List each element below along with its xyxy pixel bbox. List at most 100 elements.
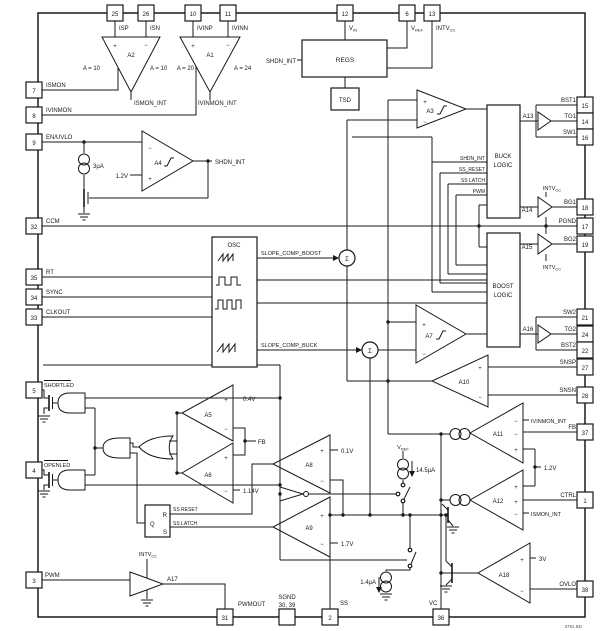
a14-intvcc-label: INTVCC bbox=[543, 186, 561, 193]
pin-box-9 bbox=[25, 133, 43, 151]
a7-comp-icon bbox=[415, 304, 467, 364]
osc-waveform-icons bbox=[215, 252, 242, 354]
snsp-label: SNSP bbox=[560, 360, 576, 366]
bottom-pins: 31 2 36 PWMOUT SGND 30, 39 SS VC bbox=[216, 595, 450, 626]
tsd-block bbox=[330, 87, 360, 111]
a2-gain-right: A = 10 bbox=[150, 66, 168, 72]
pgnd-label: PGND bbox=[559, 219, 577, 225]
svg-text:−: − bbox=[224, 427, 228, 433]
ss-discharge-source-icon bbox=[380, 571, 392, 593]
polarity-marks: +− +− −+ +− +− +− +− +− +− +− −− + ++ − … bbox=[113, 43, 524, 595]
a15-label: A15 bbox=[522, 245, 533, 251]
a16-driver-icon bbox=[537, 324, 552, 344]
svg-text:+: + bbox=[423, 100, 427, 106]
svg-text:−: − bbox=[514, 512, 518, 518]
regs-label: REGS bbox=[336, 57, 355, 64]
vin-label: VIN bbox=[349, 26, 357, 33]
svg-text:−: − bbox=[478, 395, 482, 401]
clkout-label: CLKOUT bbox=[46, 310, 71, 316]
junction-dots bbox=[82, 140, 548, 575]
ovlo-label: OVLO bbox=[559, 582, 576, 588]
svg-text:31: 31 bbox=[222, 616, 229, 622]
pin-box-21 bbox=[576, 308, 594, 326]
square-wave2-icon bbox=[215, 299, 242, 310]
pin-box-27 bbox=[576, 358, 594, 376]
svg-text:3: 3 bbox=[32, 579, 36, 585]
svg-text:6: 6 bbox=[405, 12, 409, 18]
a8-ref-label: 0.1V bbox=[341, 449, 353, 455]
svg-text:10: 10 bbox=[190, 12, 197, 18]
a3-hysteresis-icon bbox=[436, 105, 448, 115]
a4-comp-icon bbox=[141, 130, 194, 192]
ss-label: SS bbox=[340, 601, 348, 607]
pin-box-13 bbox=[423, 4, 441, 22]
a18-label: A18 bbox=[499, 573, 510, 579]
pin-box-35 bbox=[25, 268, 43, 286]
amplifiers bbox=[101, 36, 553, 604]
ss-reset-label: SS RESET bbox=[173, 507, 198, 513]
a15-driver-icon bbox=[537, 233, 553, 255]
pwmout-label: PWMOUT bbox=[238, 602, 266, 608]
svg-text:19: 19 bbox=[582, 243, 589, 249]
en-current-label: 3µA bbox=[93, 164, 104, 170]
shdn-int-regs-label: SHDN_INT bbox=[266, 59, 296, 65]
mid-and-gate-icon bbox=[102, 437, 131, 459]
a8-label: A8 bbox=[305, 463, 313, 469]
a11-ivinmon-int-label: IVINMON_INT bbox=[531, 419, 567, 425]
pin-box-34 bbox=[25, 288, 43, 306]
shortled-and-gate-icon bbox=[57, 392, 86, 414]
sgnd-pins-label: 30, 39 bbox=[279, 603, 296, 609]
a6-label: A6 bbox=[204, 473, 212, 479]
svg-text:+: + bbox=[320, 449, 324, 455]
a11-current-mirror-icon bbox=[449, 428, 471, 440]
svg-text:+: + bbox=[224, 398, 228, 404]
sgnd-label: SGND bbox=[278, 595, 296, 601]
boost-logic-label1: BOOST bbox=[492, 284, 513, 290]
svg-text:−: − bbox=[514, 419, 518, 425]
svg-text:12: 12 bbox=[342, 12, 349, 18]
vc-label: VC bbox=[429, 601, 438, 607]
pin-box-4 bbox=[25, 461, 43, 479]
pin-box-12 bbox=[336, 4, 354, 22]
ss-charge-source-icon bbox=[397, 458, 409, 480]
a17-label: A17 bbox=[167, 577, 178, 583]
pin-box-19 bbox=[576, 235, 594, 253]
svg-text:28: 28 bbox=[582, 394, 589, 400]
svg-text:+: + bbox=[148, 177, 152, 183]
pin-box-2 bbox=[321, 608, 339, 626]
svg-text:27: 27 bbox=[582, 366, 589, 372]
switches bbox=[279, 482, 413, 569]
svg-text:13: 13 bbox=[429, 12, 436, 18]
ismon-label: ISMON bbox=[46, 83, 66, 89]
boost-logic-block bbox=[486, 232, 521, 348]
svg-text:−: − bbox=[144, 43, 148, 49]
ramp-wave-icon bbox=[216, 342, 236, 354]
buck-logic-block bbox=[486, 104, 521, 219]
a18-comp-icon bbox=[476, 542, 531, 604]
square-wave-icon bbox=[216, 276, 241, 286]
a12-amp-icon bbox=[468, 469, 524, 531]
svg-text:5: 5 bbox=[32, 389, 36, 395]
sum-boost-sigma: Σ bbox=[345, 257, 349, 263]
svg-text:9: 9 bbox=[32, 141, 36, 147]
pin-box-31 bbox=[216, 608, 234, 626]
svg-text:−: − bbox=[226, 43, 230, 49]
tg1-label: TG1 bbox=[564, 114, 576, 120]
en-uvlo-label: EN/UVLO bbox=[46, 135, 73, 141]
a10-amp-icon bbox=[430, 354, 489, 408]
svg-text:−: − bbox=[423, 120, 427, 126]
sum-buck-icon bbox=[361, 341, 379, 359]
svg-text:33: 33 bbox=[31, 316, 38, 322]
a6-comp-icon bbox=[181, 442, 234, 504]
sum-boost-icon bbox=[338, 249, 356, 267]
pin-box-38 bbox=[576, 580, 594, 598]
a1-gain-right: A = 24 bbox=[234, 66, 252, 72]
a13-label: A13 bbox=[523, 114, 534, 120]
pin-box-5 bbox=[25, 381, 43, 399]
a2-label: A2 bbox=[127, 53, 135, 59]
pin-box-32 bbox=[25, 217, 43, 235]
wires bbox=[42, 21, 577, 609]
svg-text:+: + bbox=[224, 456, 228, 462]
sawtooth-wave-icon bbox=[217, 252, 234, 263]
